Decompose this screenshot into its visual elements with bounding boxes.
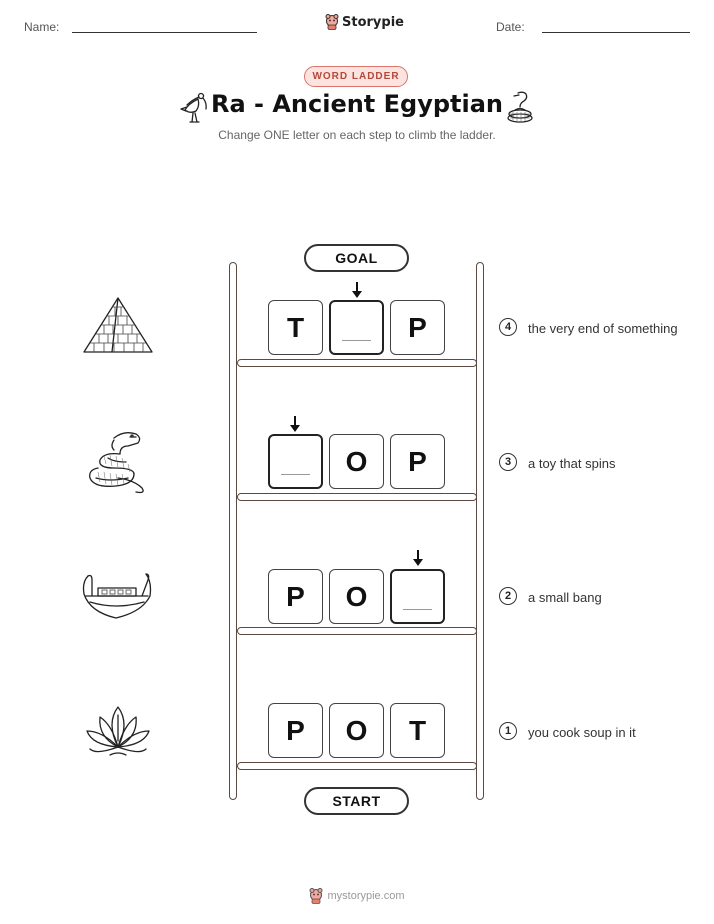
brand-logo: Storypie	[325, 14, 404, 30]
step-number: 2	[499, 587, 517, 605]
step-clue: a toy that spins	[528, 456, 616, 471]
write-line	[403, 609, 432, 610]
brand-name: Storypie	[342, 14, 404, 30]
arrow-down-icon	[352, 282, 362, 298]
footer: mystorypie.com	[0, 888, 714, 904]
tile-letter: O	[345, 714, 368, 746]
step-clue: you cook soup in it	[528, 725, 636, 740]
tile-letter: O	[345, 445, 368, 477]
letter-tile: O	[329, 434, 384, 489]
instructions-text: Change ONE letter on each step to climb …	[218, 128, 496, 142]
tile-letter: P	[408, 311, 427, 343]
step-clue: the very end of something	[528, 321, 678, 336]
name-label: Name:	[24, 20, 60, 34]
footer-url[interactable]: mystorypie.com	[327, 890, 405, 902]
blank-letter-tile[interactable]	[268, 434, 323, 489]
lotus-icon	[86, 706, 150, 756]
pyramid-icon	[83, 297, 153, 353]
ladder-rung	[237, 627, 477, 635]
step-number: 3	[499, 453, 517, 471]
letter-tile: O	[329, 703, 384, 758]
ladder-left-rail	[229, 262, 237, 800]
tile-letter: T	[286, 311, 305, 343]
date-label: Date:	[496, 20, 525, 34]
tile-letter: P	[286, 580, 305, 612]
arrow-down-icon	[290, 416, 300, 432]
step-number: 4	[499, 318, 517, 336]
boat-icon	[82, 573, 152, 619]
tile-letter: P	[408, 445, 427, 477]
write-line	[281, 474, 310, 475]
storypie-mascot-icon	[309, 888, 323, 904]
start-label: START	[304, 787, 409, 815]
ladder-rung	[237, 762, 477, 770]
letter-tile: P	[268, 569, 323, 624]
letter-tile: T	[390, 703, 445, 758]
arrow-down-icon	[413, 550, 423, 566]
step-clue: a small bang	[528, 590, 602, 605]
goal-label: GOAL	[304, 244, 409, 272]
ladder-rung	[237, 359, 477, 367]
storypie-mascot-icon	[325, 14, 339, 30]
ladder-rung	[237, 493, 477, 501]
letter-tile: P	[268, 703, 323, 758]
blank-letter-tile[interactable]	[390, 569, 445, 624]
tile-letter: P	[286, 714, 305, 746]
word-ladder-badge: WORD LADDER	[304, 66, 408, 87]
letter-tile: P	[390, 434, 445, 489]
cobra-icon	[507, 91, 533, 123]
tile-letter: T	[408, 714, 427, 746]
name-field[interactable]	[72, 32, 257, 33]
letter-tile: P	[390, 300, 445, 355]
ladder-right-rail	[476, 262, 484, 800]
step-number: 1	[499, 722, 517, 740]
tile-letter: O	[345, 580, 368, 612]
letter-tile: O	[329, 569, 384, 624]
date-field[interactable]	[542, 32, 690, 33]
blank-letter-tile[interactable]	[329, 300, 384, 355]
page-title: Ra - Ancient Egyptian	[210, 90, 504, 118]
snake-icon	[89, 432, 144, 494]
ibis-icon	[180, 92, 207, 123]
letter-tile: T	[268, 300, 323, 355]
write-line	[342, 340, 371, 341]
